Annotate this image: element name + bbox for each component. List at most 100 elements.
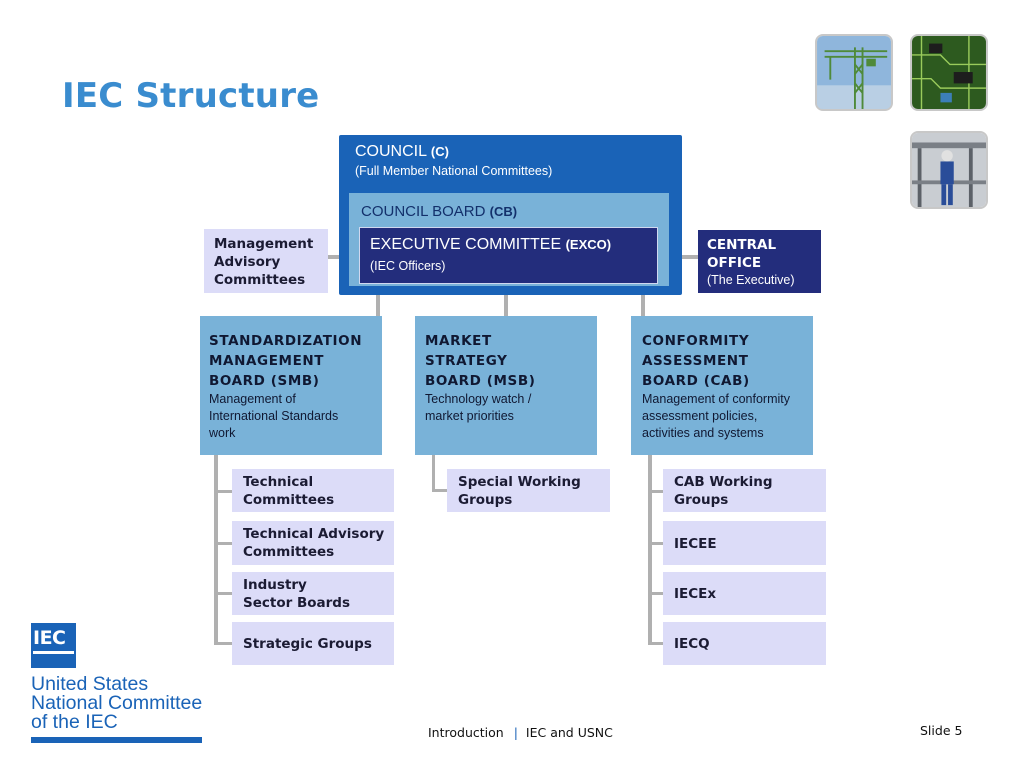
connector-cab [641,295,645,317]
cab-working-groups-line: CAB Working [674,474,773,490]
iecq-line: IECQ [674,636,710,652]
connector-smb-branch [214,592,232,595]
strategic-groups-label: Strategic Groups [243,635,372,653]
iecex-box [663,572,826,615]
smb-label: STANDARDIZATION MANAGEMENT BOARD (SMB) M… [209,331,381,442]
executive-committee-abbr: (EXCO) [565,237,612,252]
org-name-line: of the IEC [31,711,118,733]
connector-msb-branch [432,489,447,492]
msb-label: MARKET STRATEGY BOARD (MSB) Technology w… [425,331,595,425]
iecee-label: IECEE [674,535,717,553]
management-advisory-label: Management Advisory Committees [214,235,324,289]
technical-advisory-committees-line: Committees [243,544,335,560]
technical-advisory-committees-box [232,521,394,565]
central-office-title: CENTRAL OFFICE [707,236,817,272]
smb-title-line: BOARD (SMB) [209,373,320,389]
org-name-line: National Committee [31,692,203,714]
smb-desc-line: work [209,426,236,440]
council-title-text: COUNCIL [355,143,427,160]
footer-nav-introduction[interactable]: Introduction [428,725,504,740]
connector-cab-branch [648,490,663,493]
cab-box [631,316,813,455]
cab-title-line: BOARD (CAB) [642,373,750,389]
cab-desc-line: activities and systems [642,426,764,440]
smb-box [200,316,382,455]
strategic-groups-box [232,622,394,665]
special-working-groups-box [447,469,610,512]
cab-label: CONFORMITY ASSESSMENT BOARD (CAB) Manage… [642,331,812,442]
footer-separator: | [513,725,518,740]
org-name-line: United States [31,673,149,695]
connector-mac [328,255,340,259]
cab-title-line: ASSESSMENT [642,353,749,369]
usnc-org-name: United States National Committee of the … [31,673,221,733]
msb-title-line: STRATEGY [425,353,508,369]
technical-committees-label: Technical Committees [243,473,334,509]
iecee-line: IECEE [674,536,717,552]
cab-working-groups-box [663,469,826,512]
connector-smb [376,295,380,317]
technical-committees-line: Committees [243,492,335,508]
technical-committees-line: Technical [243,474,314,490]
special-working-groups-line: Special Working [458,474,581,490]
executive-committee-subtitle: (IEC Officers) [370,259,446,273]
connector-smb-branch [214,490,232,493]
connector-cab-branch [648,642,663,645]
connector-cab-branch [648,592,663,595]
slide-number: Slide 5 [920,723,963,738]
council-abbr: (C) [430,144,449,159]
council-board-abbr: (CB) [489,204,518,219]
iec-logo-underline [33,651,74,654]
connector-msb-trunk [432,455,435,492]
industry-sector-boards-line: Industry [243,577,307,593]
cab-desc-line: Management of conformity [642,392,790,406]
cab-desc-line: assessment policies, [642,409,758,423]
circuit-board-photo [910,34,988,111]
iecex-label: IECEx [674,585,716,603]
iecq-label: IECQ [674,635,710,653]
executive-committee-box [359,227,658,284]
connector-smb-branch [214,542,232,545]
connector-msb [504,295,508,317]
connector-smb-branch [214,642,232,645]
council-title: COUNCIL (C) [355,143,449,161]
msb-desc-line: Technology watch / [425,392,532,406]
iecq-box [663,622,826,665]
central-office-box [698,230,821,293]
slide-title: IEC Structure [62,76,320,116]
management-advisory-line: Management [214,236,314,252]
connector-cab-branch [648,542,663,545]
msb-title-line: MARKET [425,333,492,349]
technical-advisory-committees-label: Technical Advisory Committees [243,525,384,561]
msb-title-line: BOARD (MSB) [425,373,536,389]
logo-rule [31,737,202,743]
central-office-line: OFFICE [707,255,762,271]
smb-desc-line: International Standards [209,409,339,423]
cab-working-groups-label: CAB Working Groups [674,473,773,509]
iec-logo [31,623,76,668]
construction-crane-photo [815,34,893,111]
executive-committee-title-text: EXECUTIVE COMMITTEE [370,236,562,253]
smb-desc-line: Management of [209,392,296,406]
executive-committee-title: EXECUTIVE COMMITTEE (EXCO) [370,236,611,254]
council-board-title-text: COUNCIL BOARD [361,203,486,220]
industry-sector-boards-box [232,572,394,615]
iec-logo-mark: IEC [33,627,66,649]
special-working-groups-line: Groups [458,492,513,508]
footer-nav-iec-and-usnc[interactable]: IEC and USNC [525,725,613,740]
iecee-box [663,521,826,565]
management-advisory-line: Advisory [214,254,281,270]
iecex-line: IECEx [674,586,717,602]
council-subtitle: (Full Member National Committees) [355,164,553,178]
management-advisory-box [204,229,328,293]
smb-title-line: MANAGEMENT [209,353,325,369]
strategic-groups-line: Strategic Groups [243,636,372,652]
central-office-subtitle: (The Executive) [707,273,795,287]
special-working-groups-label: Special Working Groups [458,473,581,509]
management-advisory-line: Committees [214,272,306,288]
technical-committees-box [232,469,394,512]
cab-title-line: CONFORMITY [642,333,750,349]
industry-sector-boards-line: Sector Boards [243,595,350,611]
connector-smb-trunk [214,455,218,645]
cab-working-groups-line: Groups [674,492,729,508]
